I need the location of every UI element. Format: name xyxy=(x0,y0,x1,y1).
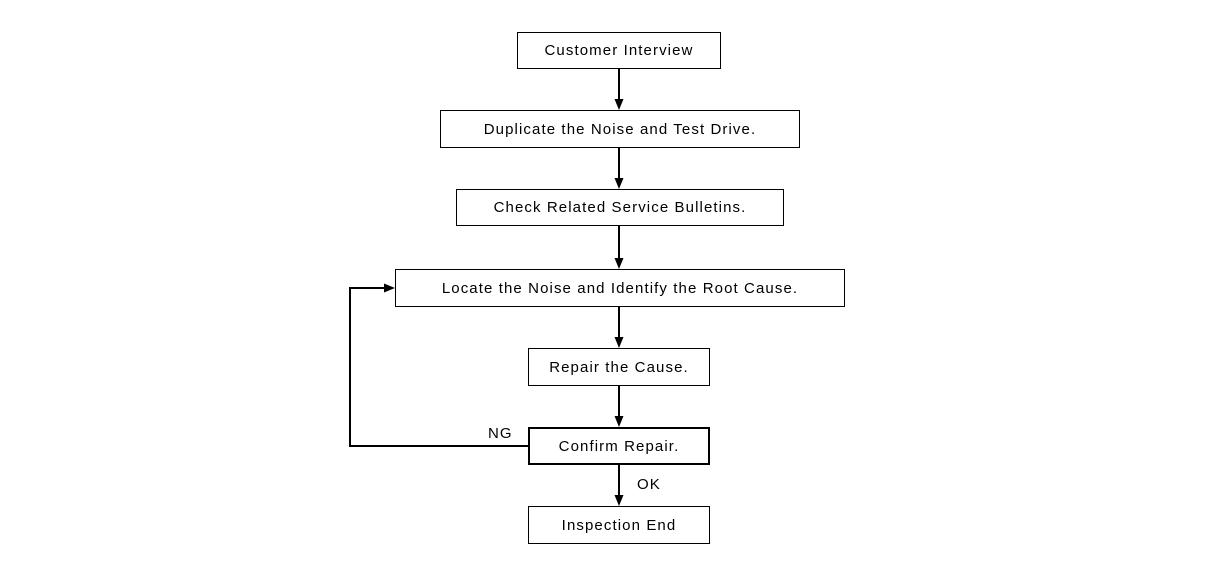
node-label: Duplicate the Noise and Test Drive. xyxy=(483,120,757,138)
node-label: Repair the Cause. xyxy=(549,358,689,376)
edge-repair-to-confirm xyxy=(614,386,624,427)
edge-interview-to-duplicate xyxy=(614,69,624,110)
node-label: Confirm Repair. xyxy=(558,437,680,455)
edge-locate-to-repair xyxy=(614,307,624,348)
node-repair-cause[interactable]: Repair the Cause. xyxy=(528,348,710,386)
node-locate-noise[interactable]: Locate the Noise and Identify the Root C… xyxy=(395,269,845,307)
edge-confirm-to-end xyxy=(614,465,624,506)
node-duplicate-noise[interactable]: Duplicate the Noise and Test Drive. xyxy=(440,110,800,148)
node-label: Check Related Service Bulletins. xyxy=(493,199,747,216)
edge-label-ok: OK xyxy=(637,476,661,493)
node-label: Customer Interview xyxy=(544,42,694,59)
node-inspection-end[interactable]: Inspection End xyxy=(528,506,710,544)
edge-confirm-back-to-locate xyxy=(349,283,528,447)
node-check-bulletins[interactable]: Check Related Service Bulletins. xyxy=(456,189,784,226)
node-label: Inspection End xyxy=(561,516,677,534)
edge-duplicate-to-bulletins xyxy=(614,148,624,189)
edge-label-ng: NG xyxy=(488,425,513,442)
node-customer-interview[interactable]: Customer Interview xyxy=(517,32,721,69)
node-label: Locate the Noise and Identify the Root C… xyxy=(441,279,799,297)
node-confirm-repair[interactable]: Confirm Repair. xyxy=(528,427,710,465)
edge-bulletins-to-locate xyxy=(614,226,624,269)
